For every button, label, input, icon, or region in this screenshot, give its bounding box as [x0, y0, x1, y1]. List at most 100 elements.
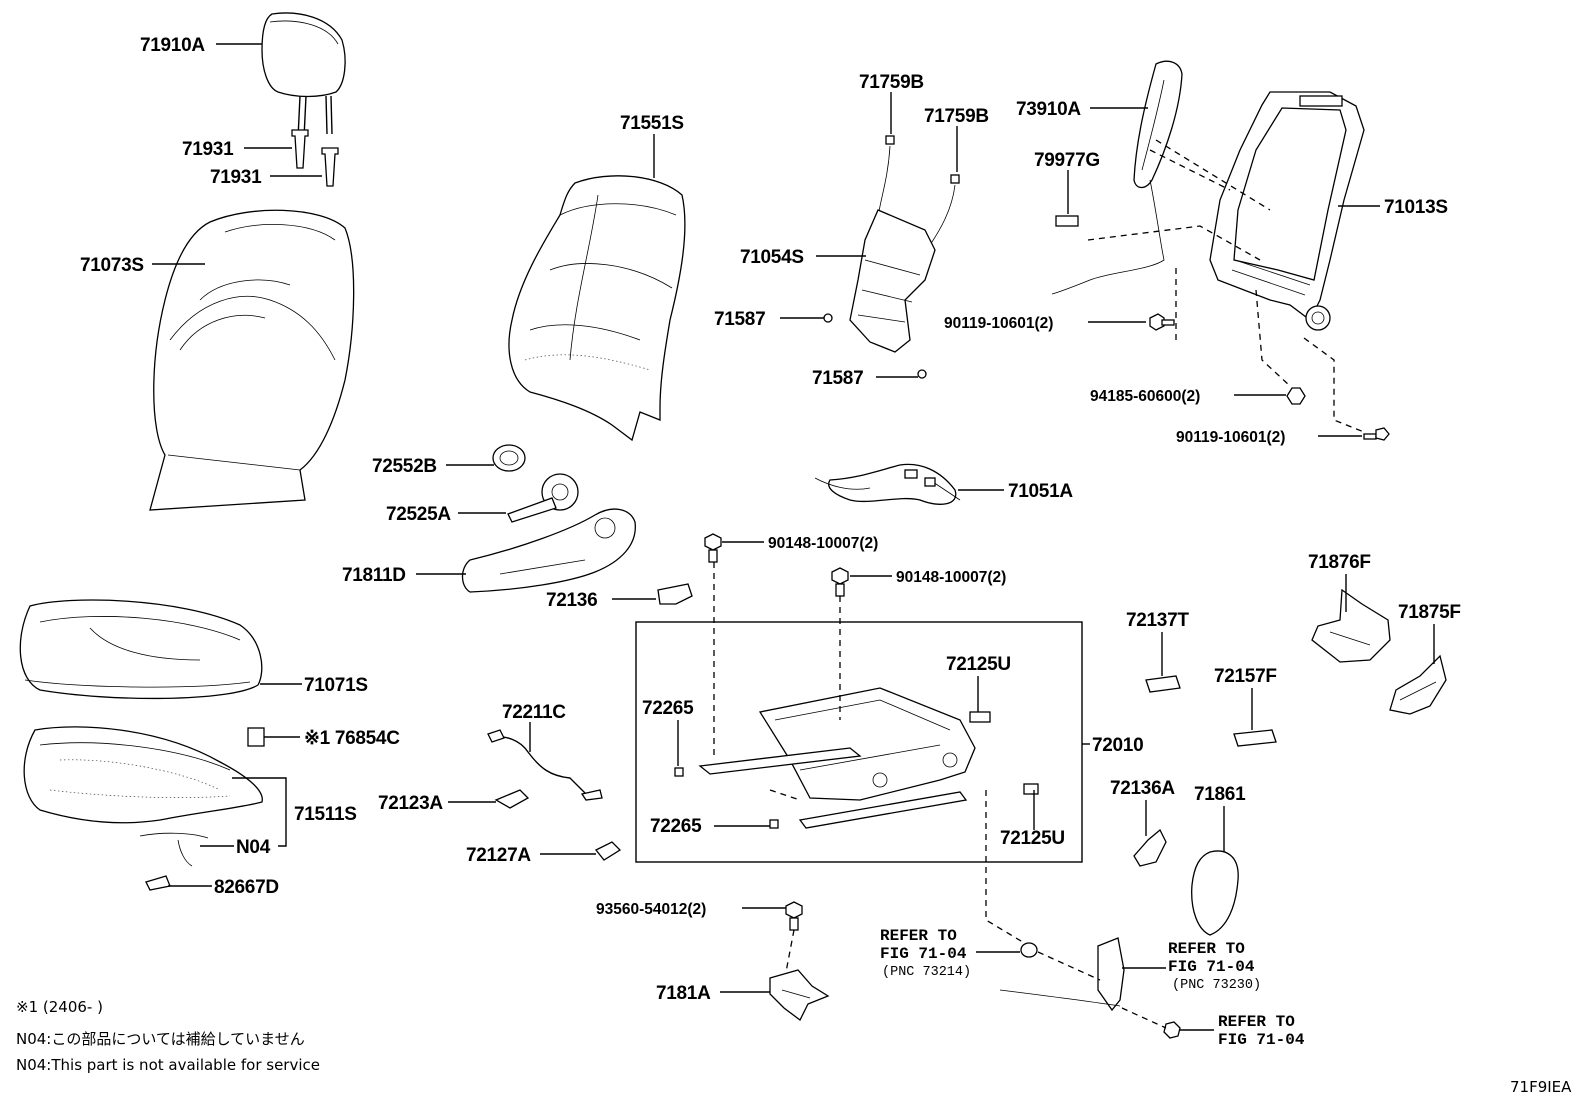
label-79977G[interactable]: 79977G	[1034, 150, 1100, 171]
cover-71875F-drawing[interactable]	[1389, 654, 1447, 715]
cover-72157F-drawing[interactable]	[1233, 729, 1277, 747]
label-71054S[interactable]: 71054S	[740, 247, 804, 268]
label-76854C[interactable]: ※1 76854C	[304, 728, 401, 749]
label-72136[interactable]: 72136	[546, 590, 598, 611]
cover-72137T-drawing[interactable]	[1145, 675, 1181, 693]
label-71511S[interactable]: 71511S	[294, 804, 357, 825]
label-90148-10007-b[interactable]: 90148-10007(2)	[896, 569, 1006, 586]
clip-72123A-drawing[interactable]	[494, 789, 530, 809]
label-82667D[interactable]: 82667D	[214, 877, 279, 898]
figure-code: 71F9IEA	[1510, 1078, 1572, 1096]
wire-harness-drawing[interactable]	[814, 463, 961, 505]
label-N04[interactable]: N04	[236, 837, 271, 858]
label-73910A[interactable]: 73910A	[1016, 99, 1082, 120]
assembly-box-72010	[635, 621, 1083, 863]
nut-94185[interactable]	[1286, 387, 1306, 405]
bolt-90119-lower[interactable]	[1363, 427, 1390, 441]
label-71861[interactable]: 71861	[1194, 784, 1246, 805]
headrest-drawing[interactable]	[261, 12, 346, 139]
label-71910A[interactable]: 71910A	[140, 35, 206, 56]
part-labels: 71910A 71931 71931 71073S 71551S 71759B …	[80, 35, 1461, 1004]
label-71587-a[interactable]: 71587	[714, 309, 766, 330]
label-71587-b[interactable]: 71587	[812, 368, 864, 389]
refer-to-fig-71-04-c[interactable]: REFER TO FIG 71-04	[1218, 1013, 1305, 1049]
label-72136A[interactable]: 72136A	[1110, 778, 1176, 799]
label-72127A[interactable]: 72127A	[466, 845, 532, 866]
svg-text:REFER TO: REFER TO	[1218, 1013, 1295, 1031]
note-n04-japanese: N04:この部品については補給していません	[16, 1030, 305, 1048]
label-90119-10601-a[interactable]: 90119-10601(2)	[944, 315, 1053, 332]
svg-text:FIG 71-04: FIG 71-04	[1218, 1031, 1305, 1049]
headrest-guide-drawing[interactable]	[291, 129, 339, 187]
label-71931-a[interactable]: 71931	[182, 139, 234, 160]
svg-text:REFER TO: REFER TO	[1168, 940, 1245, 958]
cover-71861-drawing[interactable]	[1191, 850, 1239, 936]
label-71931-b[interactable]: 71931	[210, 167, 262, 188]
leader-lines	[152, 43, 1435, 1031]
svg-text:FIG 71-04: FIG 71-04	[880, 945, 967, 963]
label-71051A[interactable]: 71051A	[1008, 481, 1074, 502]
refer-to-fig-71-04-a[interactable]: REFER TO FIG 71-04 (PNC 73214)	[880, 927, 971, 980]
buckle-73230-drawing[interactable]	[999, 937, 1125, 1012]
label-72125U-a[interactable]: 72125U	[946, 654, 1011, 675]
label-72211C[interactable]: 72211C	[502, 702, 567, 723]
label-72125U-b[interactable]: 72125U	[1000, 828, 1065, 849]
recliner-knob-drawing[interactable]	[507, 473, 579, 523]
sensor-76854C-drawing[interactable]	[247, 727, 265, 747]
label-71551S[interactable]: 71551S	[620, 113, 684, 134]
label-72010[interactable]: 72010	[1092, 735, 1144, 756]
harness-82667D-drawing[interactable]	[145, 875, 171, 891]
seatback-frame-drawing[interactable]	[1209, 91, 1365, 331]
seat-cushion-pad-drawing[interactable]	[23, 726, 263, 867]
refer-to-fig-71-04-b[interactable]: REFER TO FIG 71-04 (PNC 73230)	[1168, 940, 1261, 993]
svg-text:(PNC 73214): (PNC 73214)	[882, 965, 971, 980]
label-72157F[interactable]: 72157F	[1214, 666, 1277, 687]
rod-72211C-drawing[interactable]	[487, 729, 603, 801]
label-90119-10601-b[interactable]: 90119-10601(2)	[1176, 429, 1285, 446]
label-71013S[interactable]: 71013S	[1384, 197, 1448, 218]
seatback-cover-drawing[interactable]	[149, 209, 355, 511]
bolt-90119-upper[interactable]	[1149, 313, 1175, 331]
cover-71876F-drawing[interactable]	[1311, 588, 1391, 663]
label-93560-54012[interactable]: 93560-54012(2)	[596, 901, 706, 918]
recliner-cap-drawing[interactable]	[492, 444, 526, 472]
clip-72127A-drawing[interactable]	[594, 841, 622, 861]
screw-93560-drawing[interactable]	[785, 901, 803, 931]
label-71071S[interactable]: 71071S	[304, 675, 368, 696]
svg-text:FIG 71-04: FIG 71-04	[1168, 958, 1255, 976]
label-71759B-a[interactable]: 71759B	[859, 72, 924, 93]
label-7181A[interactable]: 7181A	[656, 983, 711, 1004]
svg-text:(PNC 73230): (PNC 73230)	[1172, 978, 1261, 993]
label-72265-a[interactable]: 72265	[642, 698, 694, 719]
label-72123A[interactable]: 72123A	[378, 793, 444, 814]
cover-72136A-drawing[interactable]	[1133, 828, 1167, 867]
ring-73214-drawing[interactable]	[1020, 942, 1038, 958]
label-71811D[interactable]: 71811D	[342, 565, 406, 586]
label-71073S[interactable]: 71073S	[80, 255, 144, 276]
label-72552B[interactable]: 72552B	[372, 456, 437, 477]
note-n04-english: N04:This part is not available for servi…	[16, 1056, 320, 1074]
label-71759B-b[interactable]: 71759B	[924, 106, 989, 127]
bolt-90148-left[interactable]	[704, 533, 722, 563]
bracket-7181A-drawing[interactable]	[769, 969, 830, 1021]
seat-cushion-cover-drawing[interactable]	[19, 599, 263, 700]
bolt-90148-right[interactable]	[831, 567, 849, 597]
label-72137T[interactable]: 72137T	[1126, 610, 1190, 631]
nut-refer-drawing[interactable]	[1163, 1021, 1181, 1039]
label-71875F[interactable]: 71875F	[1398, 602, 1461, 623]
svg-text:REFER TO: REFER TO	[880, 927, 957, 945]
label-90148-10007-a[interactable]: 90148-10007(2)	[768, 535, 878, 552]
footnotes: ※1 (2406- ) N04:この部品については補給していません N04:Th…	[16, 998, 320, 1074]
label-71876F[interactable]: 71876F	[1308, 552, 1371, 573]
shield-cover-drawing[interactable]	[461, 508, 636, 593]
seat-track-drawing[interactable]	[674, 687, 1039, 829]
note-date-range: ※1 (2406- )	[16, 998, 103, 1016]
side-airbag-drawing[interactable]	[1051, 60, 1183, 295]
label-72265-b[interactable]: 72265	[650, 816, 702, 837]
seatback-pad-drawing[interactable]	[508, 175, 686, 442]
label-72525A[interactable]: 72525A	[386, 504, 452, 525]
clip-72136-drawing[interactable]	[657, 583, 693, 605]
lumbar-support-drawing[interactable]	[823, 135, 960, 379]
label-94185-60600[interactable]: 94185-60600(2)	[1090, 388, 1200, 405]
